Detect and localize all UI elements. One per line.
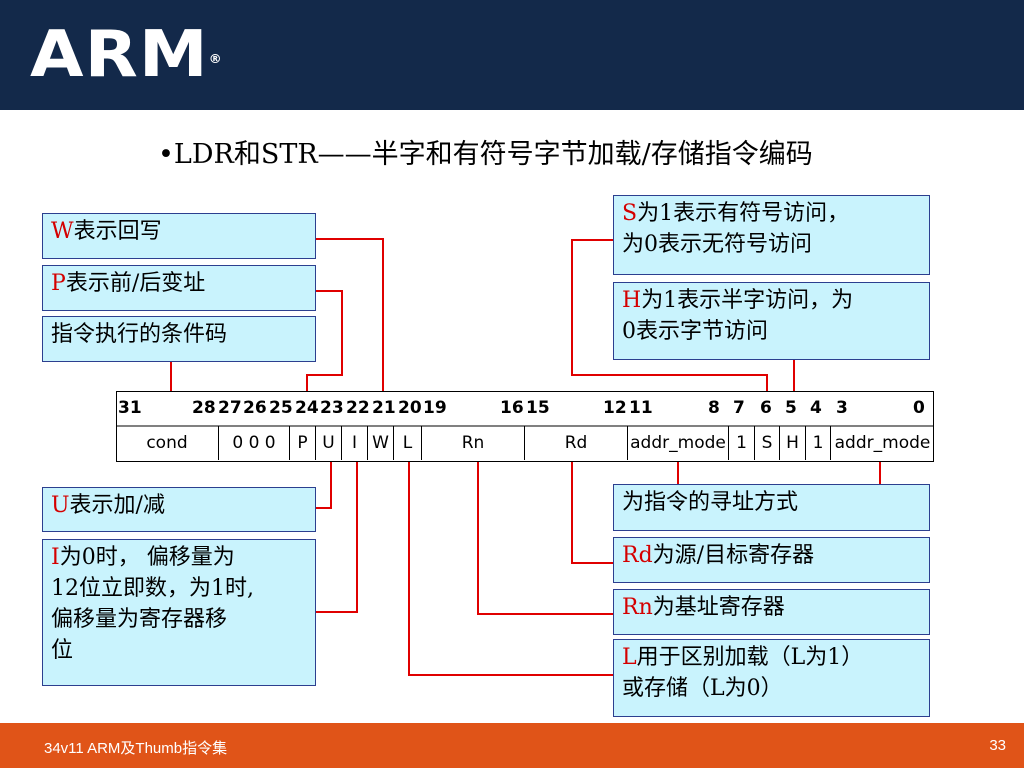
connector-w (316, 238, 384, 424)
u-text: 表示加/减 (69, 493, 165, 518)
rd-text: 为源/目标寄存器 (652, 543, 815, 568)
registered-mark: ® (208, 52, 223, 66)
rn-text: 为基址寄存器 (652, 595, 785, 620)
bit-label: 26 (243, 398, 267, 418)
w-key: W (51, 219, 74, 244)
bit-label: 4 (810, 398, 822, 418)
field-cond: cond (146, 433, 188, 453)
bit-label: 11 (629, 398, 653, 418)
bit-label: 22 (346, 398, 370, 418)
connector-l (408, 462, 613, 676)
s-description-box: S为1表示有符号访问， 为0表示无符号访问 (613, 195, 930, 275)
bit-label: 8 (708, 398, 720, 418)
bit-label: 15 (526, 398, 550, 418)
bit-label: 31 (118, 398, 142, 418)
bit-label: 5 (785, 398, 797, 418)
header-bar (0, 0, 1024, 110)
bit-label: 19 (423, 398, 447, 418)
field-s: S (754, 426, 779, 460)
bit-label: 6 (760, 398, 772, 418)
encoding-table-frame (116, 391, 934, 462)
bit-label: 21 (372, 398, 396, 418)
bit-label: 3 (836, 398, 848, 418)
i-line4: 位 (51, 638, 74, 663)
bit-label: 23 (320, 398, 344, 418)
cond-description-box: 指令执行的条件码 (42, 316, 316, 362)
i-line3: 偏移量为寄存器移 (51, 607, 228, 632)
h-line2: 0表示字节访问 (622, 319, 768, 344)
connector-u (316, 462, 332, 509)
s-line2: 为0表示无符号访问 (622, 232, 812, 257)
field-l: L (393, 426, 421, 460)
addr-mode-description-box: 为指令的寻址方式 (613, 484, 930, 531)
h-line1: 为1表示半字访问，为 (641, 288, 854, 313)
footer-bar (0, 723, 1024, 768)
arm-logo: ARM® (30, 18, 223, 92)
connector-i (316, 462, 358, 613)
h-key: H (622, 288, 642, 313)
i-line2: 12位立即数，为1时, (51, 576, 254, 601)
rn-description-box: Rn为基址寄存器 (613, 589, 930, 635)
slide-title: •LDR和STR——半字和有符号字节加载/存储指令编码 (158, 139, 813, 170)
field-h: H (779, 426, 805, 460)
bit-label: 28 (192, 398, 216, 418)
w-text: 表示回写 (73, 219, 162, 244)
rd-key: Rd (622, 543, 653, 568)
p-text: 表示前/后变址 (65, 271, 206, 296)
i-key: I (51, 545, 60, 570)
field-zero-bits: 0 0 0 (218, 426, 289, 460)
bit-label: 0 (913, 398, 925, 418)
connector-rd (571, 462, 613, 564)
field-one-bit: 1 (728, 426, 754, 460)
footer-title: 34v11 ARM及Thumb指令集 (44, 740, 228, 757)
rd-description-box: Rd为源/目标寄存器 (613, 537, 930, 583)
bit-label: 20 (398, 398, 422, 418)
p-key: P (51, 271, 66, 296)
field-w: W (367, 426, 393, 460)
field-i: I (341, 426, 367, 460)
l-description-box: L用于区别加载（L为1） 或存储（L为0） (613, 639, 930, 717)
bit-label: 7 (733, 398, 745, 418)
l-line2: 或存储（L为0） (622, 676, 783, 701)
addr-mode-text: 为指令的寻址方式 (622, 490, 799, 515)
bit-label: 24 (295, 398, 319, 418)
field-addr-mode-low: addr_mode (830, 426, 934, 460)
i-line1: 为0时， 偏移量为 (59, 545, 235, 570)
field-one-bit: 1 (805, 426, 830, 460)
field-addr-mode-high: addr_mode (627, 426, 728, 460)
l-key: L (622, 645, 637, 670)
encoding-table: 31 28 27 26 25 24 23 22 21 20 19 16 15 1… (116, 391, 934, 462)
field-u: U (315, 426, 341, 460)
l-line1: 用于区别加载（L为1） (636, 645, 864, 670)
page-number: 33 (989, 737, 1006, 754)
bit-label: 16 (500, 398, 524, 418)
u-description-box: U表示加/减 (42, 487, 316, 532)
rn-key: Rn (622, 595, 653, 620)
h-description-box: H为1表示半字访问，为 0表示字节访问 (613, 282, 930, 360)
connector-rn (477, 462, 613, 615)
i-description-box: I为0时， 偏移量为 12位立即数，为1时, 偏移量为寄存器移 位 (42, 539, 316, 686)
cond-text: 指令执行的条件码 (51, 322, 228, 347)
field-rn: Rn (421, 426, 524, 460)
bit-label: 25 (269, 398, 293, 418)
p-description-box: P表示前/后变址 (42, 265, 316, 311)
bit-label: 12 (603, 398, 627, 418)
bit-label: 27 (218, 398, 242, 418)
s-key: S (622, 201, 638, 226)
field-rd: Rd (524, 426, 627, 460)
s-line1: 为1表示有符号访问， (637, 201, 850, 226)
u-key: U (51, 493, 70, 518)
field-p: P (289, 426, 315, 460)
w-description-box: W表示回写 (42, 213, 316, 259)
